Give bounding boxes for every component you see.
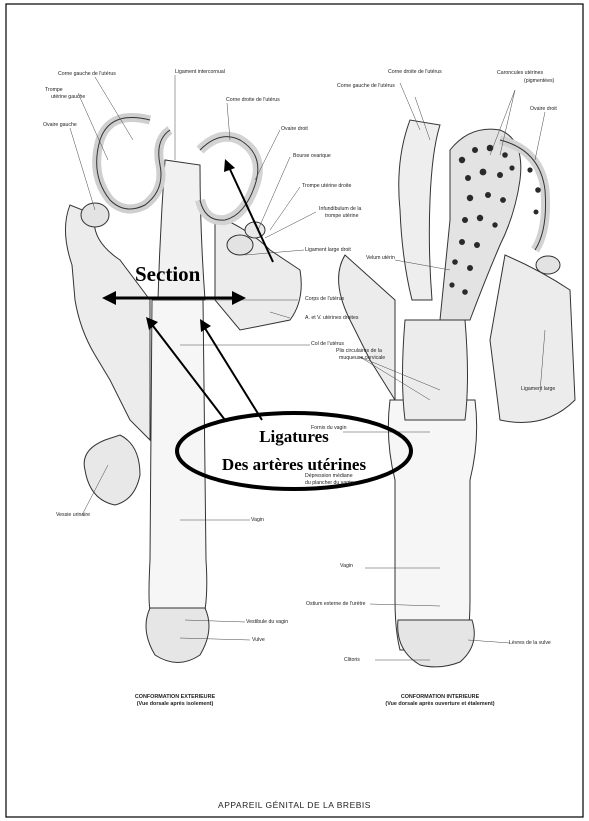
- label-ligament-large-droit: Ligament large droit: [305, 247, 351, 253]
- label-trompe-gauche-2: utérine gauche: [51, 94, 85, 100]
- label-ovaire-gauche: Ovaire gauche: [43, 122, 77, 128]
- label-fornix: Fornix du vagin: [311, 425, 346, 431]
- ligatures-annotation-line1: Ligatures: [178, 427, 410, 447]
- label-vestibule: Vestibule du vagin: [246, 619, 288, 625]
- label-vagin-right: Vagin: [340, 563, 353, 569]
- label-corne-gauche-r: Corne gauche de l'utérus: [337, 83, 395, 89]
- label-corps-uterus: Corps de l'utérus: [305, 296, 344, 302]
- label-ovaire-droit: Ovaire droit: [281, 126, 308, 132]
- label-ligament-intercornual: Ligament intercornual: [175, 69, 225, 75]
- label-infundibulum-1: Infundibulum de la: [319, 206, 361, 212]
- label-caroncules-1: Caroncules utérines: [497, 70, 543, 76]
- label-vulve: Vulve: [252, 637, 265, 643]
- label-ostium: Ostium externe de l'urètre: [306, 601, 366, 607]
- vulva: [146, 608, 209, 663]
- label-plis-2: muqueuse cervicale: [339, 355, 385, 361]
- right-ovary-2: [536, 256, 560, 274]
- label-depression-1: Dépression médiane: [305, 473, 353, 479]
- label-ligament-large: Ligament large: [521, 386, 555, 392]
- cervix-region: [403, 320, 468, 420]
- label-vagin-left: Vagin: [251, 517, 264, 523]
- label-bourse-ovarique: Bourse ovarique: [293, 153, 331, 159]
- section-annotation: Section: [135, 262, 200, 287]
- label-levres: Lèvres de la vulve: [509, 640, 551, 646]
- ligatures-annotation-line2: Des artères utérines: [178, 455, 410, 475]
- label-corne-droite-r: Corne droite de l'utérus: [388, 69, 442, 75]
- label-plis-1: Plis circulaires de la: [336, 348, 382, 354]
- label-caroncules-2: (pigmentées): [524, 78, 554, 84]
- caption-right: CONFORMATION INTERIEURE (Vue dorsale apr…: [350, 694, 530, 707]
- label-infundibulum-2: trompe utérine: [325, 213, 358, 219]
- label-velum: Velum utérin: [366, 255, 395, 261]
- label-clitoris: Clitoris: [344, 657, 360, 663]
- caption-left-title: CONFORMATION EXTERIEURE: [135, 694, 215, 700]
- label-vessie: Vessie urinaire: [56, 512, 90, 518]
- label-corne-droite: Corne droite de l'utérus: [226, 97, 280, 103]
- label-arteres-droites: A. et V. utérines droites: [305, 315, 358, 321]
- caption-right-title: CONFORMATION INTERIEURE: [401, 694, 479, 700]
- caption-left: CONFORMATION EXTERIEURE (Vue dorsale apr…: [105, 694, 245, 707]
- left-ovary: [81, 203, 109, 227]
- plate-title: APPAREIL GÉNITAL DE LA BREBIS: [0, 800, 589, 810]
- label-ovaire-droit-r: Ovaire droit: [530, 106, 557, 112]
- label-trompe-droite: Trompe utérine droite: [302, 183, 351, 189]
- label-depression-2: du plancher du vagin: [305, 480, 353, 486]
- right-ovary: [227, 235, 253, 255]
- label-corne-gauche: Corne gauche de l'utérus: [58, 71, 116, 77]
- caption-right-subtitle: (Vue dorsale après ouverture et étalemen…: [385, 701, 494, 707]
- label-trompe-gauche-1: Trompe: [45, 87, 63, 93]
- caption-left-subtitle: (Vue dorsale après isolement): [137, 701, 214, 707]
- label-col-uterus: Col de l'utérus: [311, 341, 344, 347]
